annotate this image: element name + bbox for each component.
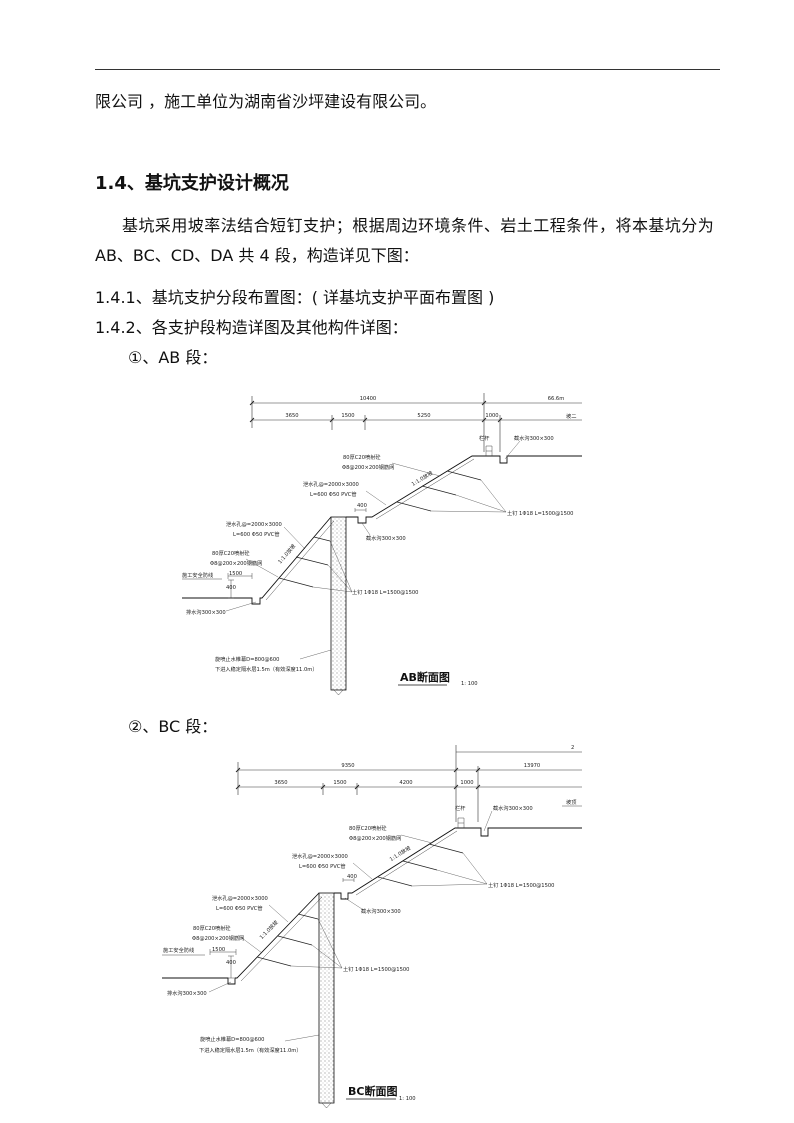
ab-lower-slope-ratio: 1:1.0放坡 [276, 542, 297, 565]
bc-berm-ditch-label: 截水沟300×300 [361, 907, 401, 915]
ab-dimension-lines [249, 393, 582, 452]
ab-lower-shotcrete-label: 80厚C20喷射砼 [212, 549, 250, 557]
ab-upper-drain-spacing-label: 泄水孔@=2000×3000 [303, 480, 359, 488]
bc-leader-lines [208, 810, 493, 1042]
continued-text-line: 限公司 ，施工单位为湖南省沙坪建设有限公司。 [95, 92, 437, 111]
bc-dim-seg3: 4200 [399, 780, 412, 786]
ab-jet-grout-curtain [330, 516, 347, 691]
ab-upper-nail-label: 土钉 1Φ18 L=1500@1500 [507, 509, 574, 517]
ab-drawing-scale: 1: 100 [461, 681, 478, 687]
ab-drawing-title: AB断面图 [400, 670, 450, 684]
ab-lower-nail-label: 土钉 1Φ18 L=1500@1500 [352, 588, 419, 596]
bc-dim-seg2: 1500 [333, 780, 346, 786]
bc-drawing-scale: 1: 100 [399, 1096, 416, 1102]
header-rule [95, 69, 720, 70]
bc-toe-height-label: 400 [226, 960, 236, 966]
ab-curtain-toe-mark [333, 689, 344, 696]
ab-ground-profile [182, 455, 582, 605]
ab-railing [485, 445, 493, 456]
bc-shotcrete-layer [240, 830, 458, 982]
intro-paragraph-line-1: 基坑采用坡率法结合短钉支护；根据周边环境条件、岩土工程条件，将本基坑分为 [122, 216, 715, 235]
ab-dim-seg3: 5250 [417, 413, 430, 419]
ab-toe-details [182, 573, 253, 599]
ab-curtain-depth-label: 下进入稳定隔水层1.5m（有效深度11.0m） [215, 665, 318, 673]
ab-dim-total: 10400 [360, 396, 377, 402]
bc-drawing-title: BC断面图 [348, 1084, 397, 1098]
ab-dim-seg1: 3650 [285, 413, 298, 419]
bc-curtain-depth-label: 下进入稳定隔水层1.5m（有效深度11.0m） [199, 1046, 302, 1054]
ab-upper-mesh-label: Φ8@200×200钢筋网 [342, 463, 394, 471]
bc-upper-shotcrete-label: 80厚C20喷射砼 [349, 824, 387, 832]
ab-upper-slope-ratio: 1:1.0放坡 [410, 469, 434, 488]
bc-lower-shotcrete-label: 80厚C20喷射砼 [193, 924, 231, 932]
bc-curtain-toe-mark [321, 1102, 332, 1109]
ab-leader-lines [225, 440, 521, 660]
bc-railing-label: 栏杆 [455, 804, 465, 812]
subheading-ab-segment: ①、AB 段： [128, 348, 218, 367]
ab-lower-drain-spacing-label: 泄水孔@=2000×3000 [226, 520, 282, 528]
item-1-4-1: 1.4.1、基坑支护分段布置图：( 详基坑支护平面布置图 ) [95, 288, 495, 307]
ab-safety-line-label: 施工安全防线 [182, 571, 213, 579]
bc-upper-drain-pipe-label: L=600 Φ50 PVC管 [299, 862, 346, 870]
ab-toe-height-label: 400 [226, 585, 236, 591]
bc-dim-edge-cut: 2 [571, 745, 574, 751]
ab-dim-seg2: 1500 [341, 413, 354, 419]
bc-dim-beyond: 13970 [524, 763, 541, 769]
ab-toe-ditch-label: 排水沟300×300 [186, 608, 226, 616]
intro-paragraph-line-2: AB、BC、CD、DA 共 4 段，构造详见下图： [95, 246, 419, 265]
bc-dim-seg1: 3650 [274, 780, 287, 786]
bc-lower-nail-label: 土钉 1Φ18 L=1500@1500 [343, 965, 410, 973]
bc-lower-drain-pipe-label: L=600 Φ50 PVC管 [216, 904, 263, 912]
ab-edge-note: 坡二 [566, 412, 576, 420]
bc-edge-note: 坡顶 [566, 798, 576, 806]
section-heading: 1.4、基坑支护设计概况 [95, 173, 289, 194]
subheading-bc-segment: ②、BC 段： [128, 717, 218, 736]
bc-crest-ditch-label: 截水沟300×300 [493, 804, 533, 812]
bc-safety-line-label: 施工安全防线 [163, 946, 194, 954]
ab-soil-nails [278, 470, 482, 588]
ab-toe-width-label: 1500 [229, 571, 242, 577]
bc-soil-nails [256, 843, 464, 967]
ab-shotcrete-layer [265, 458, 475, 601]
bc-berm-offset-label: 400 [347, 874, 357, 880]
bc-upper-mesh-label: Φ8@200×200钢筋网 [349, 834, 401, 842]
bc-toe-ditch-label: 排水沟300×300 [167, 989, 207, 997]
ab-berm-ditch-label: 截水沟300×300 [366, 534, 406, 542]
ab-berm-offset-dim [354, 508, 367, 512]
bc-upper-nail-label: 土钉 1Φ18 L=1500@1500 [488, 881, 555, 889]
ab-railing-label: 栏杆 [479, 434, 489, 442]
ab-dim-seg4: 1000 [485, 413, 498, 419]
ab-upper-drain-pipe-label: L=600 Φ50 PVC管 [310, 490, 357, 498]
bc-dim-seg4: 1000 [460, 780, 473, 786]
ab-curtain-spec-label: 旋喷止水帷幕D=800@600 [215, 655, 279, 663]
bc-upper-drain-spacing-label: 泄水孔@=2000×3000 [292, 852, 348, 860]
bc-railing [457, 805, 582, 828]
bc-dim-total: 9350 [341, 763, 354, 769]
bc-lower-drain-spacing-label: 泄水孔@=2000×3000 [212, 894, 268, 902]
bc-toe-details [162, 949, 237, 979]
bc-toe-width-label: 1500 [212, 947, 225, 953]
bc-section-drawing: 2 9350 13970 3650 1500 4200 1000 坡顶 栏杆 截… [162, 745, 582, 1109]
ab-lower-drain-pipe-label: L=600 Φ50 PVC管 [233, 530, 280, 538]
ab-crest-ditch-label: 截水沟300×300 [514, 434, 554, 442]
bc-dimension-lines [235, 745, 582, 822]
ab-berm-offset-label: 400 [357, 503, 367, 509]
ab-upper-shotcrete-label: 80厚C20喷射砼 [343, 453, 381, 461]
bc-curtain-spec-label: 旋喷止水帷幕D=800@600 [200, 1035, 264, 1043]
bc-lower-mesh-label: Φ8@200×200钢筋网 [192, 934, 244, 942]
bc-jet-grout-curtain [318, 892, 335, 1104]
bc-upper-slope-ratio: 1:1.0放坡 [388, 844, 412, 863]
ab-lower-mesh-label: Φ8@200×200钢筋网 [210, 559, 262, 567]
ab-dim-beyond: 66.6m [548, 396, 565, 402]
bc-berm-offset-dim [342, 878, 355, 882]
ab-section-drawing: 10400 66.6m 3650 1500 5250 1000 坡二 栏杆 截水… [182, 393, 582, 696]
item-1-4-2: 1.4.2、各支护段构造详图及其他构件详图： [95, 318, 408, 337]
